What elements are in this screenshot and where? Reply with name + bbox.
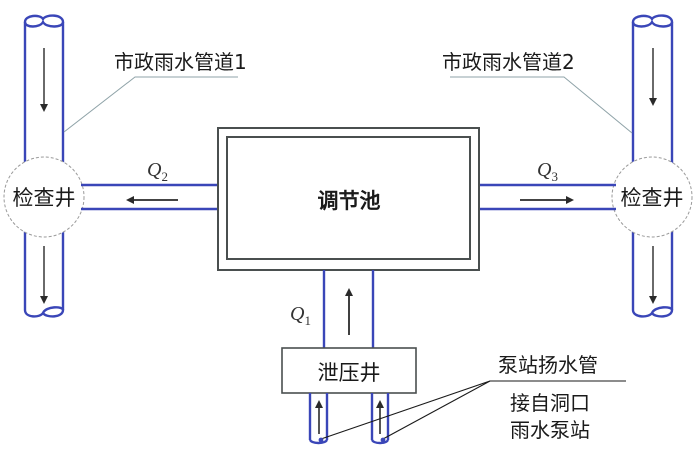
pipe-cut-end-top-right bbox=[631, 14, 674, 28]
municipal-pipe-1-label: 市政雨水管道1 bbox=[114, 50, 247, 74]
leader-line-to-right-riser bbox=[382, 380, 491, 440]
tank-label: 调节池 bbox=[318, 189, 381, 213]
pipe-cut-end-bottom-left bbox=[23, 306, 65, 318]
leader-line bbox=[63, 76, 238, 133]
pump-riser-label: 泵站扬水管 bbox=[498, 353, 598, 377]
pipe-cut-end bbox=[308, 439, 329, 445]
leader-dot bbox=[318, 437, 324, 443]
leader-line-to-left-riser bbox=[320, 380, 491, 440]
relief-well-label: 泄压井 bbox=[318, 361, 381, 385]
flow-q1-subscript: 1 bbox=[304, 313, 311, 328]
tank-inner-wall bbox=[226, 136, 471, 260]
flow-q2-label: Q2 bbox=[147, 159, 168, 184]
municipal-pipe-2-label: 市政雨水管道2 bbox=[442, 50, 575, 74]
pipe-cut-end bbox=[370, 439, 390, 445]
flow-q3-symbol: Q bbox=[537, 159, 552, 181]
municipal-pipe-2 bbox=[631, 14, 674, 318]
inlet-pipe bbox=[322, 270, 375, 348]
leader-municipal-pipe-1 bbox=[63, 76, 238, 133]
pipe-cut-end-bottom-right bbox=[631, 306, 674, 318]
leader-pump-riser bbox=[320, 380, 626, 440]
overflow-pipe-right bbox=[479, 183, 616, 211]
flow-q1-symbol: Q bbox=[290, 303, 305, 325]
leader-municipal-pipe-2 bbox=[450, 76, 633, 134]
flow-q2-symbol: Q bbox=[147, 159, 162, 181]
leader-dot bbox=[380, 437, 386, 443]
regulating-tank: 调节池 bbox=[217, 127, 480, 271]
flow-q3-subscript: 3 bbox=[551, 169, 558, 184]
manhole-left-label: 检查井 bbox=[13, 186, 76, 210]
flow-q1-label: Q1 bbox=[290, 303, 311, 328]
manhole-right: 检查井 bbox=[611, 156, 693, 238]
municipal-pipe-1 bbox=[23, 14, 65, 318]
manhole-right-circle bbox=[611, 156, 693, 238]
leader-line bbox=[450, 76, 633, 134]
manhole-left: 检查井 bbox=[3, 156, 85, 238]
manhole-right-label: 检查井 bbox=[621, 186, 684, 210]
flow-q3-label: Q3 bbox=[537, 159, 558, 184]
manhole-left-circle bbox=[3, 156, 85, 238]
pump-riser-left bbox=[308, 393, 329, 445]
relief-well: 泄压井 bbox=[281, 347, 417, 394]
overflow-pipe-left bbox=[81, 183, 217, 211]
flow-q2-subscript: 2 bbox=[161, 169, 168, 184]
pump-source-label-line1: 接自洞口 bbox=[510, 391, 590, 415]
relief-well-box bbox=[281, 347, 417, 394]
pipe-cut-end-top-left bbox=[23, 14, 65, 28]
pump-source-label-line2: 雨水泵站 bbox=[510, 418, 590, 442]
